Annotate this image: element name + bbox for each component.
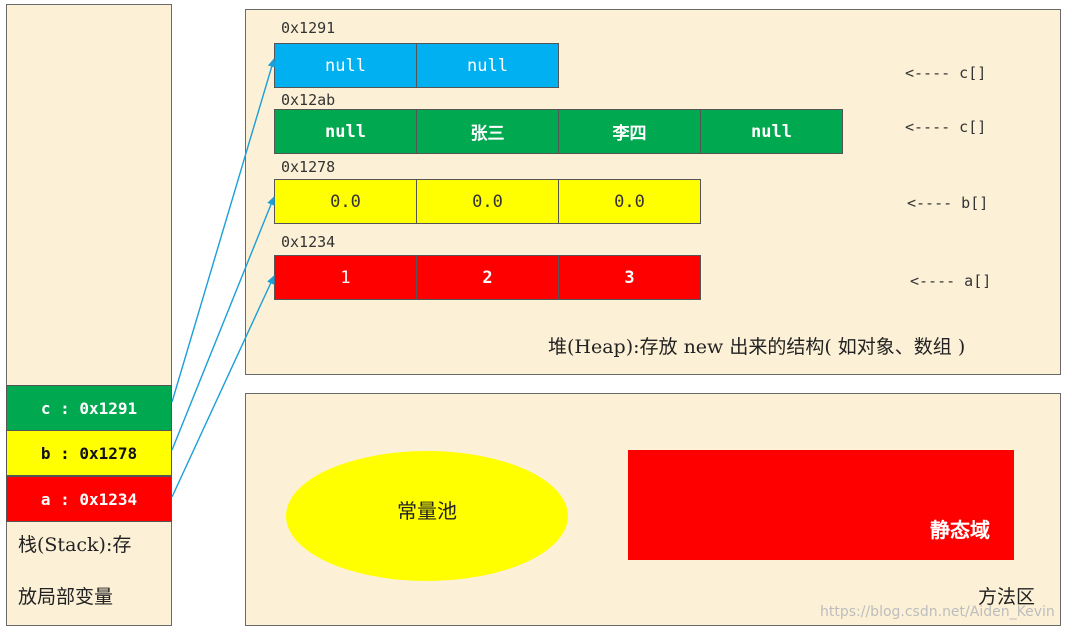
heap-cell-2-0: 0.0	[274, 179, 417, 224]
heap-cell-3-0: 1	[274, 255, 417, 300]
stack-panel	[6, 4, 172, 626]
heap-cell-3-2: 3	[558, 255, 701, 300]
heap-cell-2-2: 0.0	[558, 179, 701, 224]
static-field: 静态域	[628, 450, 1014, 560]
heap-ref-label-2: <---- b[]	[907, 194, 989, 212]
heap-address-0: 0x1291	[281, 19, 336, 37]
heap-address-2: 0x1278	[281, 158, 336, 176]
arrow-a	[171, 275, 275, 498]
arrow-c	[171, 58, 276, 403]
stack-var-1: b : 0x1278	[6, 430, 172, 476]
heap-cell-0-0: null	[274, 43, 417, 88]
watermark: https://blog.csdn.net/Aiden_Kevin	[820, 604, 1055, 620]
heap-cell-1-1: 张三	[416, 109, 559, 154]
heap-ref-label-1: <---- c[]	[905, 118, 987, 136]
stack-var-0: c : 0x1291	[6, 385, 172, 431]
heap-ref-label-0: <---- c[]	[905, 64, 987, 82]
method-area-caption: 方法区	[978, 586, 1036, 608]
heap-ref-label-3: <---- a[]	[910, 272, 992, 290]
arrow-b	[171, 196, 275, 451]
stack-var-2: a : 0x1234	[6, 476, 172, 522]
static-field-label: 静态域	[930, 518, 990, 542]
stack-label-line1: 栈(Stack):存	[18, 534, 132, 556]
heap-address-3: 0x1234	[281, 233, 336, 251]
constant-pool: 常量池	[286, 451, 568, 581]
heap-cell-2-1: 0.0	[416, 179, 559, 224]
stack-label-line2: 放局部变量	[18, 586, 114, 608]
heap-address-1: 0x12ab	[281, 91, 336, 109]
constant-pool-label: 常量池	[397, 498, 457, 523]
heap-cell-0-1: null	[416, 43, 559, 88]
heap-cell-1-3: null	[700, 109, 843, 154]
heap-cell-1-2: 李四	[558, 109, 701, 154]
heap-cell-3-1: 2	[416, 255, 559, 300]
heap-caption: 堆(Heap):存放 new 出来的结构( 如对象、数组 )	[548, 336, 966, 358]
